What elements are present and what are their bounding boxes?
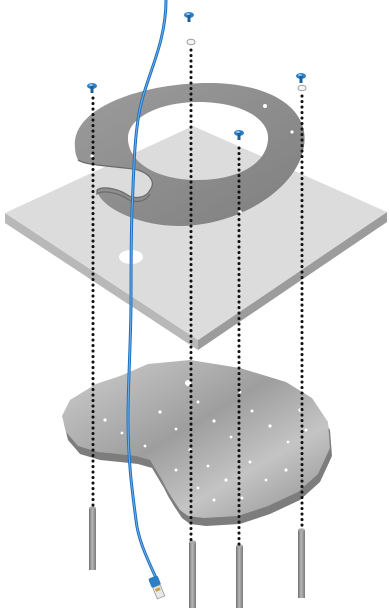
screw-icon: [234, 130, 244, 140]
screw-icon: [296, 73, 306, 83]
threaded-rods: [89, 506, 305, 608]
screw-icon: [184, 12, 194, 22]
ceiling-tile: [62, 360, 332, 526]
washers: [186, 38, 307, 92]
threaded-rod-1: [89, 506, 96, 570]
mounting-ring: [74, 82, 305, 226]
threaded-rod-4: [298, 528, 305, 598]
washer-1: [186, 38, 196, 46]
mounting-ring-body: [74, 82, 305, 226]
screw-icon: [87, 83, 97, 93]
ethernet-cable: [126, 0, 168, 600]
mounting-plate-front-edge: [5, 213, 198, 350]
ring-holes: [90, 104, 294, 214]
mounting-plate-top: [5, 126, 387, 340]
threaded-rod-3: [236, 544, 243, 608]
mounting-plate-side-edge: [198, 212, 387, 350]
mounting-plate: [5, 126, 387, 350]
washer-2: [297, 84, 307, 92]
cable-highlight: [127, 0, 167, 579]
screws: [87, 12, 306, 140]
mounting-ring-edge: [77, 159, 153, 203]
ceiling-tile-face: [62, 360, 330, 518]
alignment-guides: [91, 48, 304, 548]
rj45-connector-icon: [148, 575, 166, 600]
threaded-rod-2: [189, 540, 196, 608]
